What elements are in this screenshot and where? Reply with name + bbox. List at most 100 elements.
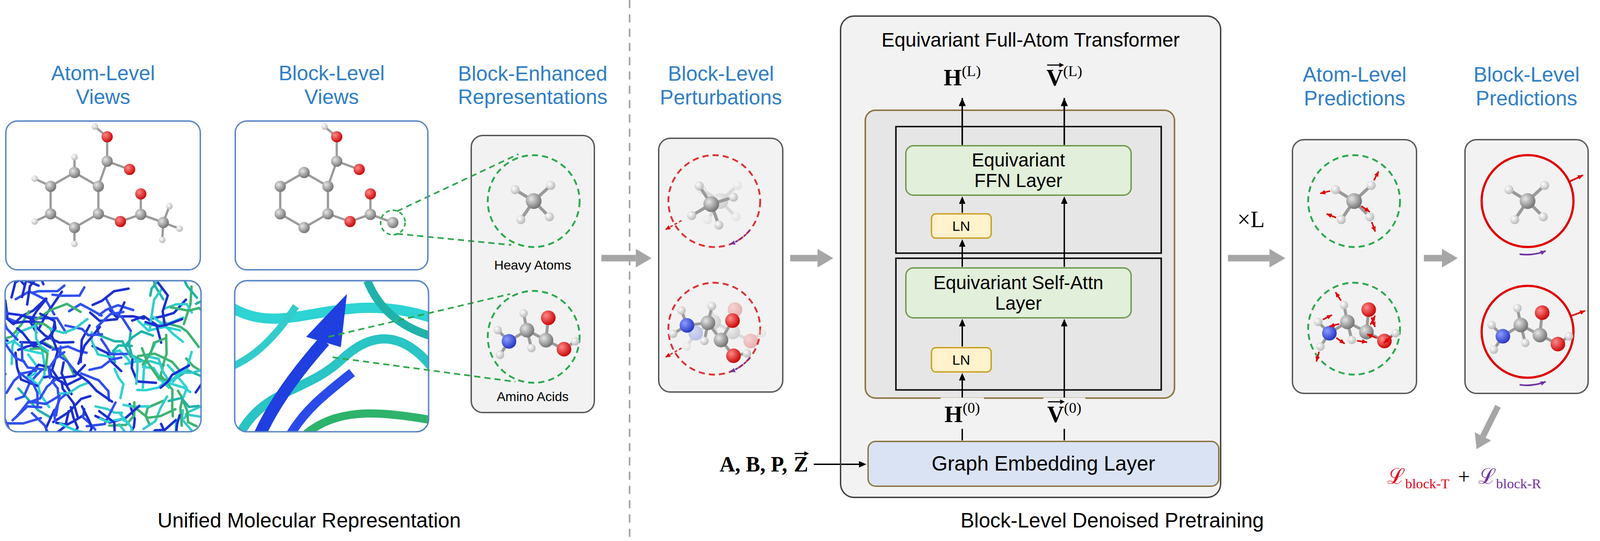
norm-box: LN [930, 213, 992, 239]
vector-arrow-shaft [1047, 64, 1061, 66]
atom [1330, 185, 1341, 195]
atom [1314, 317, 1323, 326]
label-text: block-T [1405, 475, 1450, 492]
atom [91, 123, 98, 130]
atom [1391, 328, 1400, 338]
label-text: ℒ [1478, 463, 1497, 489]
beta-strand [290, 372, 353, 432]
panel-heading: Block-Enhanced Representations [441, 62, 624, 110]
label-text: ℒ [1387, 463, 1406, 489]
label-text: V [1047, 401, 1065, 428]
atom [713, 332, 728, 347]
data-arrow [961, 246, 963, 267]
atom [364, 208, 376, 221]
residue-stick [168, 397, 199, 407]
label-text: Unified Molecular Representation [157, 508, 462, 532]
vector-arrow-shaft [1048, 401, 1062, 403]
label-text: (0) [1064, 399, 1082, 416]
atom [1322, 325, 1337, 341]
atom [679, 318, 694, 333]
label-text: ×L [1237, 206, 1265, 233]
atom [159, 236, 166, 243]
block-highlight [380, 210, 406, 236]
layer-box: Equivariant Self-Attn Layer [905, 267, 1132, 319]
motion-arrow [1371, 221, 1376, 232]
motion-arrow [1320, 191, 1330, 194]
atom [570, 337, 580, 346]
math-label: Unified Molecular Representation [157, 508, 462, 534]
protein-view-frame [5, 280, 201, 432]
atom [682, 342, 692, 351]
vector-arrow-shaft [794, 452, 806, 455]
representation-panel: Block-Enhanced RepresentationsHeavy Atom… [470, 134, 596, 414]
residue-stick [69, 304, 102, 316]
label-text: Z [793, 452, 809, 477]
residue-stick [124, 331, 153, 347]
block-circle [668, 155, 761, 248]
molecule [510, 180, 556, 225]
atom [1340, 314, 1355, 330]
data-arrow [961, 203, 963, 213]
illustration-part [5, 15, 1589, 499]
atom [274, 180, 286, 192]
zoom-line [396, 233, 512, 245]
atom [1538, 212, 1549, 222]
atom [71, 240, 78, 248]
motion-arrow [665, 347, 682, 358]
atom [1504, 185, 1514, 195]
atom [157, 216, 169, 229]
atom [714, 220, 724, 230]
zoom-line [328, 293, 511, 337]
atom [516, 214, 526, 225]
atom [44, 207, 56, 220]
atom [1513, 304, 1522, 313]
atom [1365, 212, 1375, 222]
residue-stick [35, 325, 49, 351]
norm-box: LN [930, 346, 992, 373]
ribbon-strand [239, 339, 429, 432]
residue-stick [176, 415, 193, 432]
atom [364, 188, 376, 200]
motion-arrow [1570, 310, 1586, 316]
atom [725, 313, 740, 328]
residue-stick [20, 373, 38, 406]
motion-arrow [1335, 291, 1342, 301]
motion-arrow [1569, 175, 1584, 182]
atom [1346, 193, 1363, 209]
atom [733, 180, 743, 191]
atom [495, 350, 505, 360]
label-text: Block-Level Denoised Pretraining [960, 508, 1265, 532]
molecule [1504, 180, 1550, 225]
data-arrow [1063, 203, 1066, 267]
block-circle [1308, 282, 1400, 375]
atom [353, 163, 365, 175]
atom [668, 329, 678, 339]
panel-heading: Block-Level Predictions [1456, 62, 1597, 111]
layer-box: Equivariant FFN Layer [905, 145, 1132, 196]
atom [687, 210, 697, 221]
atom [331, 155, 343, 167]
beta-strand-head [305, 293, 347, 347]
output-arrow [961, 97, 963, 146]
data-arrow [961, 326, 963, 347]
molecule [687, 181, 739, 230]
atom [526, 193, 542, 209]
residue-stick [142, 338, 165, 365]
node-text: LN [952, 218, 970, 234]
residual-path [895, 126, 1162, 253]
residue-stick [31, 285, 65, 293]
atom [322, 207, 334, 220]
panel-fill [658, 137, 784, 393]
residue-stick [142, 348, 171, 381]
molecule [1330, 180, 1376, 225]
vector-arrow-head [804, 450, 810, 456]
residue-stick [60, 382, 88, 394]
residue-stick [6, 313, 37, 327]
motion-arrow [1357, 340, 1368, 343]
motion-arrow [1383, 336, 1392, 344]
residual-path [895, 258, 1162, 390]
atom [331, 131, 343, 143]
motion-arrow [1316, 351, 1320, 362]
atom [493, 325, 502, 335]
